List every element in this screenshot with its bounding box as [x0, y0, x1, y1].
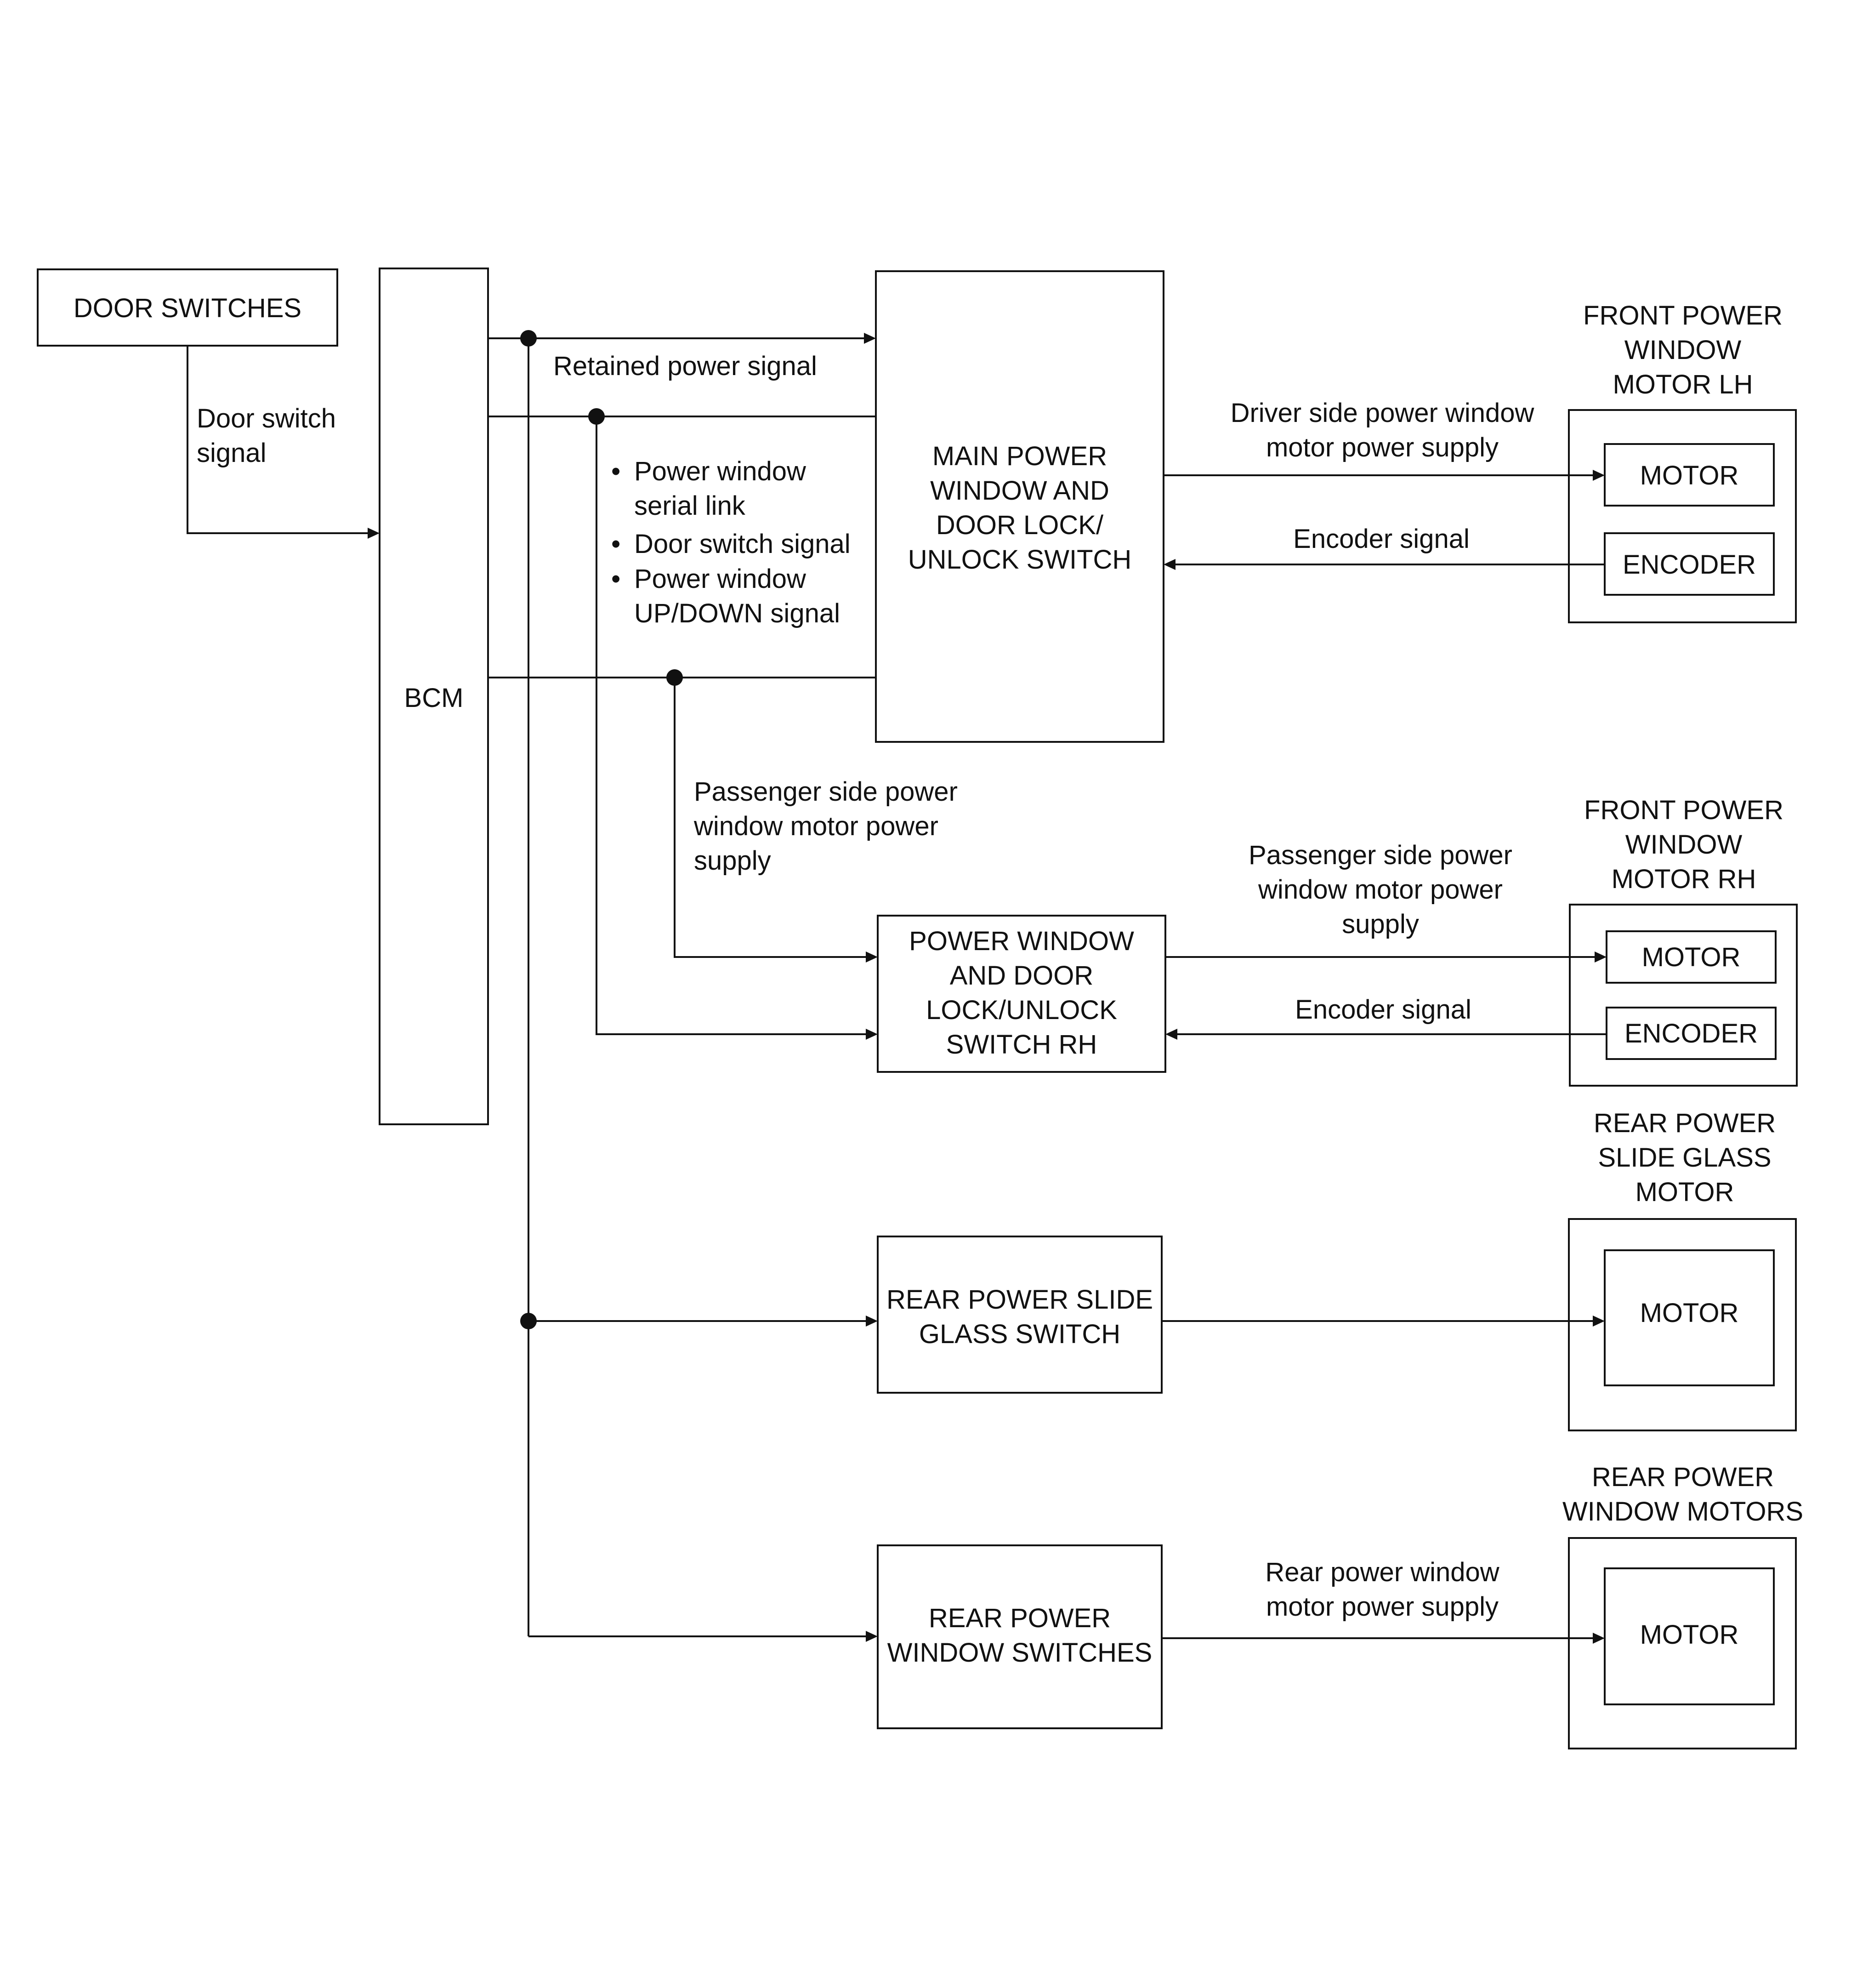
door-switch-signal-label-2: signal [197, 438, 267, 468]
bus-signal-up-down-2: UP/DOWN signal [634, 598, 840, 628]
bus-signal-serial-link-2: serial link [634, 491, 746, 521]
rear-slide-switch-line-2: GLASS SWITCH [919, 1319, 1120, 1349]
driver-supply-label-1: Driver side power window [1231, 398, 1535, 428]
rear-slide-motor-title-1: REAR POWER [1594, 1108, 1776, 1138]
main-power-window-switch-block: MAIN POWER WINDOW AND DOOR LOCK/ UNLOCK … [875, 270, 1164, 743]
encoder-signal-lh-label: Encoder signal [1293, 524, 1470, 554]
encoder-signal-rh-label: Encoder signal [1295, 995, 1471, 1025]
motor-lh-title-1: FRONT POWER [1583, 301, 1783, 330]
bcm-label: BCM [404, 683, 464, 713]
motor-rh-title-1: FRONT POWER [1584, 795, 1783, 825]
bullet-marker: • [611, 564, 620, 594]
junction-dot [520, 1313, 537, 1329]
front-power-window-motor-rh: FRONT POWER WINDOW MOTOR RH MOTOR ENCODE… [1569, 795, 1798, 1087]
motor-lh-encoder-label: ENCODER [1623, 550, 1756, 580]
motor-rh-title-3: MOTOR RH [1612, 864, 1756, 894]
passenger-supply-right-3: supply [1342, 909, 1419, 939]
bcm-block: BCM [379, 268, 489, 1125]
rear-slide-motor-title-3: MOTOR [1636, 1177, 1734, 1207]
rear-power-window-switches-block: REAR POWER WINDOW SWITCHES [877, 1544, 1163, 1729]
motor-lh-title-2: WINDOW [1624, 335, 1742, 365]
rear-window-switches-line-2: WINDOW SWITCHES [887, 1638, 1153, 1668]
junction-dot [666, 669, 683, 686]
rear-slide-motor-title-2: SLIDE GLASS [1598, 1143, 1771, 1173]
bus-signal-up-down-1: Power window [634, 564, 806, 594]
rear-slide-motor-label: MOTOR [1640, 1298, 1739, 1328]
retained-power-signal-label: Retained power signal [553, 351, 817, 381]
rh-switch-line-3: LOCK/UNLOCK [926, 995, 1117, 1025]
power-window-switch-rh-block: POWER WINDOW AND DOOR LOCK/UNLOCK SWITCH… [877, 915, 1166, 1073]
passenger-supply-left-1: Passenger side power [694, 777, 958, 807]
rh-switch-line-1: POWER WINDOW [909, 926, 1134, 956]
passenger-supply-right-2: window motor power [1258, 875, 1503, 905]
rear-window-motors-title-2: WINDOW MOTORS [1562, 1497, 1803, 1527]
rear-power-slide-glass-switch-block: REAR POWER SLIDE GLASS SWITCH [877, 1236, 1163, 1394]
connection-lines [187, 330, 1607, 1644]
door-switches-block: DOOR SWITCHES [37, 268, 338, 347]
motor-lh-motor-label: MOTOR [1640, 461, 1739, 490]
bus-signal-serial-link-1: Power window [634, 456, 806, 486]
rear-window-switches-line-1: REAR POWER [929, 1603, 1111, 1633]
rear-supply-label-2: motor power supply [1266, 1592, 1499, 1622]
rh-switch-line-2: AND DOOR [950, 961, 1094, 991]
door-switch-signal-label-1: Door switch [197, 404, 336, 433]
bullet-marker: • [611, 529, 620, 559]
motor-rh-motor-label: MOTOR [1642, 942, 1741, 972]
main-switch-line-2: WINDOW AND [930, 476, 1109, 506]
rear-power-window-motors: REAR POWER WINDOW MOTORS MOTOR [1562, 1462, 1803, 1749]
junction-dot [520, 330, 537, 347]
motor-rh-title-2: WINDOW [1625, 830, 1743, 860]
rear-window-motors-title-1: REAR POWER [1592, 1462, 1774, 1492]
rear-window-motors-motor-label: MOTOR [1640, 1620, 1739, 1650]
rh-switch-line-4: SWITCH RH [946, 1030, 1097, 1060]
bus-signal-door-switch: Door switch signal [634, 529, 851, 559]
signal-labels: Door switch signal Retained power signal… [197, 351, 1535, 1622]
main-switch-line-4: UNLOCK SWITCH [908, 545, 1132, 575]
bullet-marker: • [611, 456, 620, 486]
motor-lh-title-3: MOTOR LH [1613, 370, 1753, 399]
passenger-supply-right-1: Passenger side power [1249, 840, 1512, 870]
rear-slide-switch-line-1: REAR POWER SLIDE [886, 1285, 1153, 1315]
main-switch-line-1: MAIN POWER [932, 441, 1107, 471]
passenger-supply-left-3: supply [694, 846, 771, 876]
front-power-window-motor-lh: FRONT POWER WINDOW MOTOR LH MOTOR ENCODE… [1568, 301, 1797, 623]
driver-supply-label-2: motor power supply [1266, 433, 1499, 462]
door-switches-label: DOOR SWITCHES [74, 293, 301, 323]
rear-supply-label-1: Rear power window [1265, 1557, 1499, 1587]
motor-rh-encoder-label: ENCODER [1624, 1019, 1758, 1048]
passenger-supply-left-2: window motor power [693, 811, 938, 841]
rear-power-slide-glass-motor: REAR POWER SLIDE GLASS MOTOR MOTOR [1568, 1108, 1797, 1431]
junction-dot [588, 408, 605, 425]
main-switch-line-3: DOOR LOCK/ [936, 510, 1104, 540]
